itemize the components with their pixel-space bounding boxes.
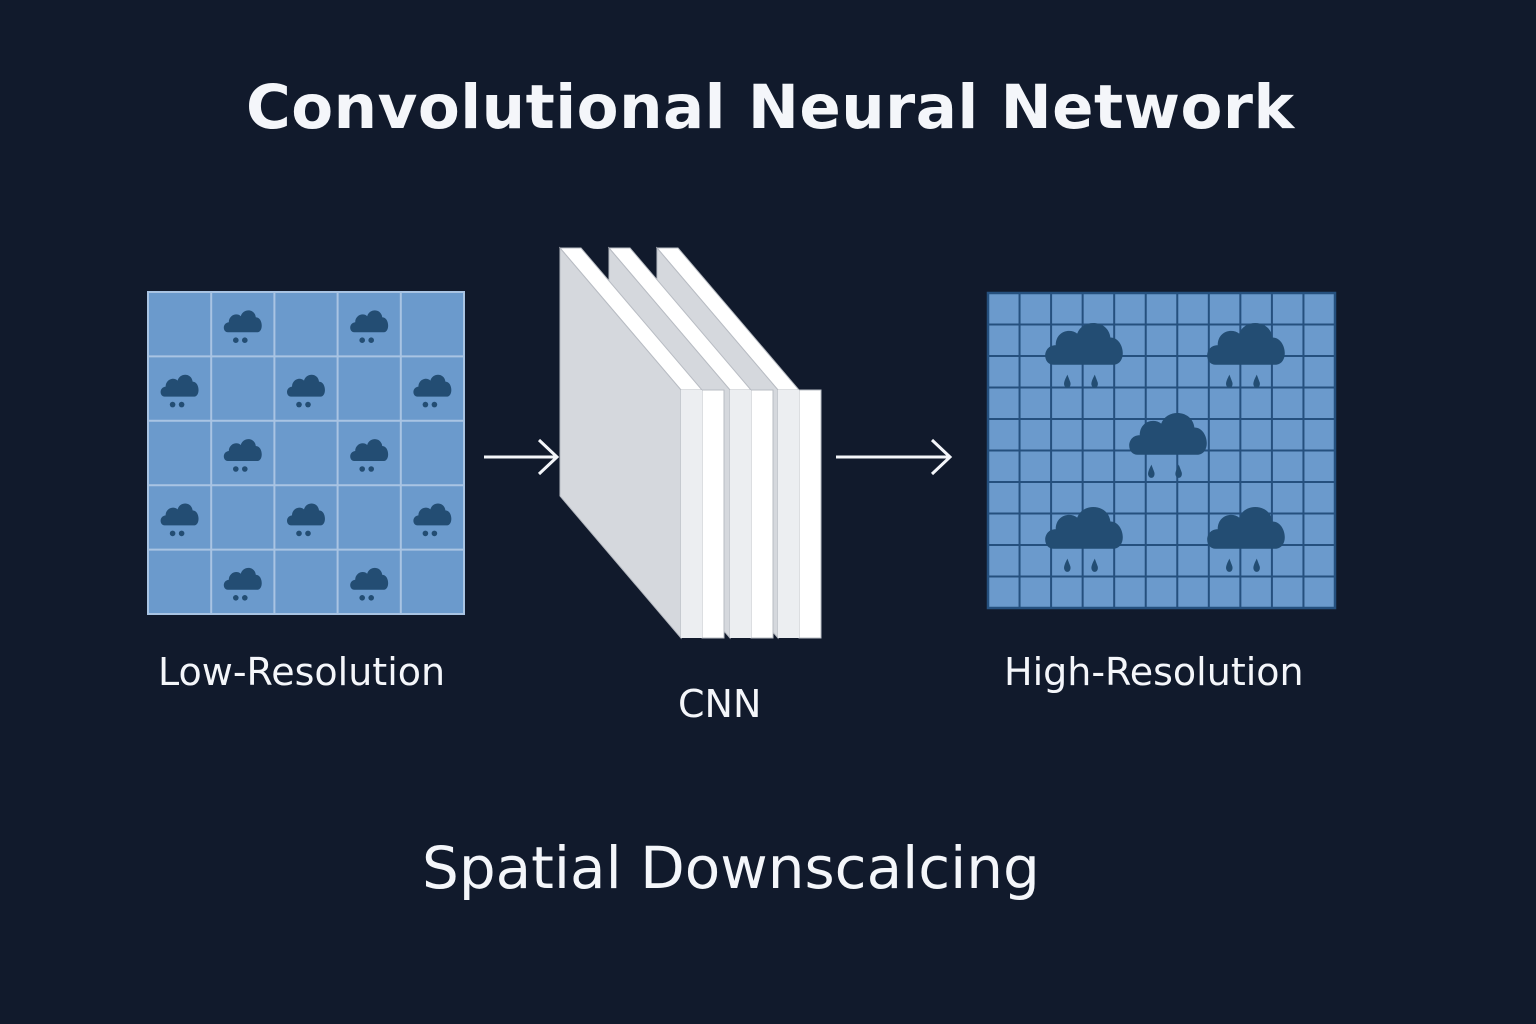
low-resolution-grid — [147, 291, 465, 615]
input-arrow-icon — [484, 438, 560, 476]
output-arrow-icon — [836, 438, 953, 476]
diagram-subtitle: Spatial Downscalcing — [422, 834, 1040, 902]
high-resolution-label: High-Resolution — [1004, 650, 1304, 694]
cnn-label: CNN — [678, 682, 762, 726]
low-resolution-label: Low-Resolution — [158, 650, 446, 694]
cnn-layer-stack — [558, 246, 822, 640]
high-resolution-grid — [986, 291, 1337, 610]
diagram-title: Convolutional Neural Network — [246, 72, 1295, 143]
cnn-layer-1 — [558, 246, 725, 640]
